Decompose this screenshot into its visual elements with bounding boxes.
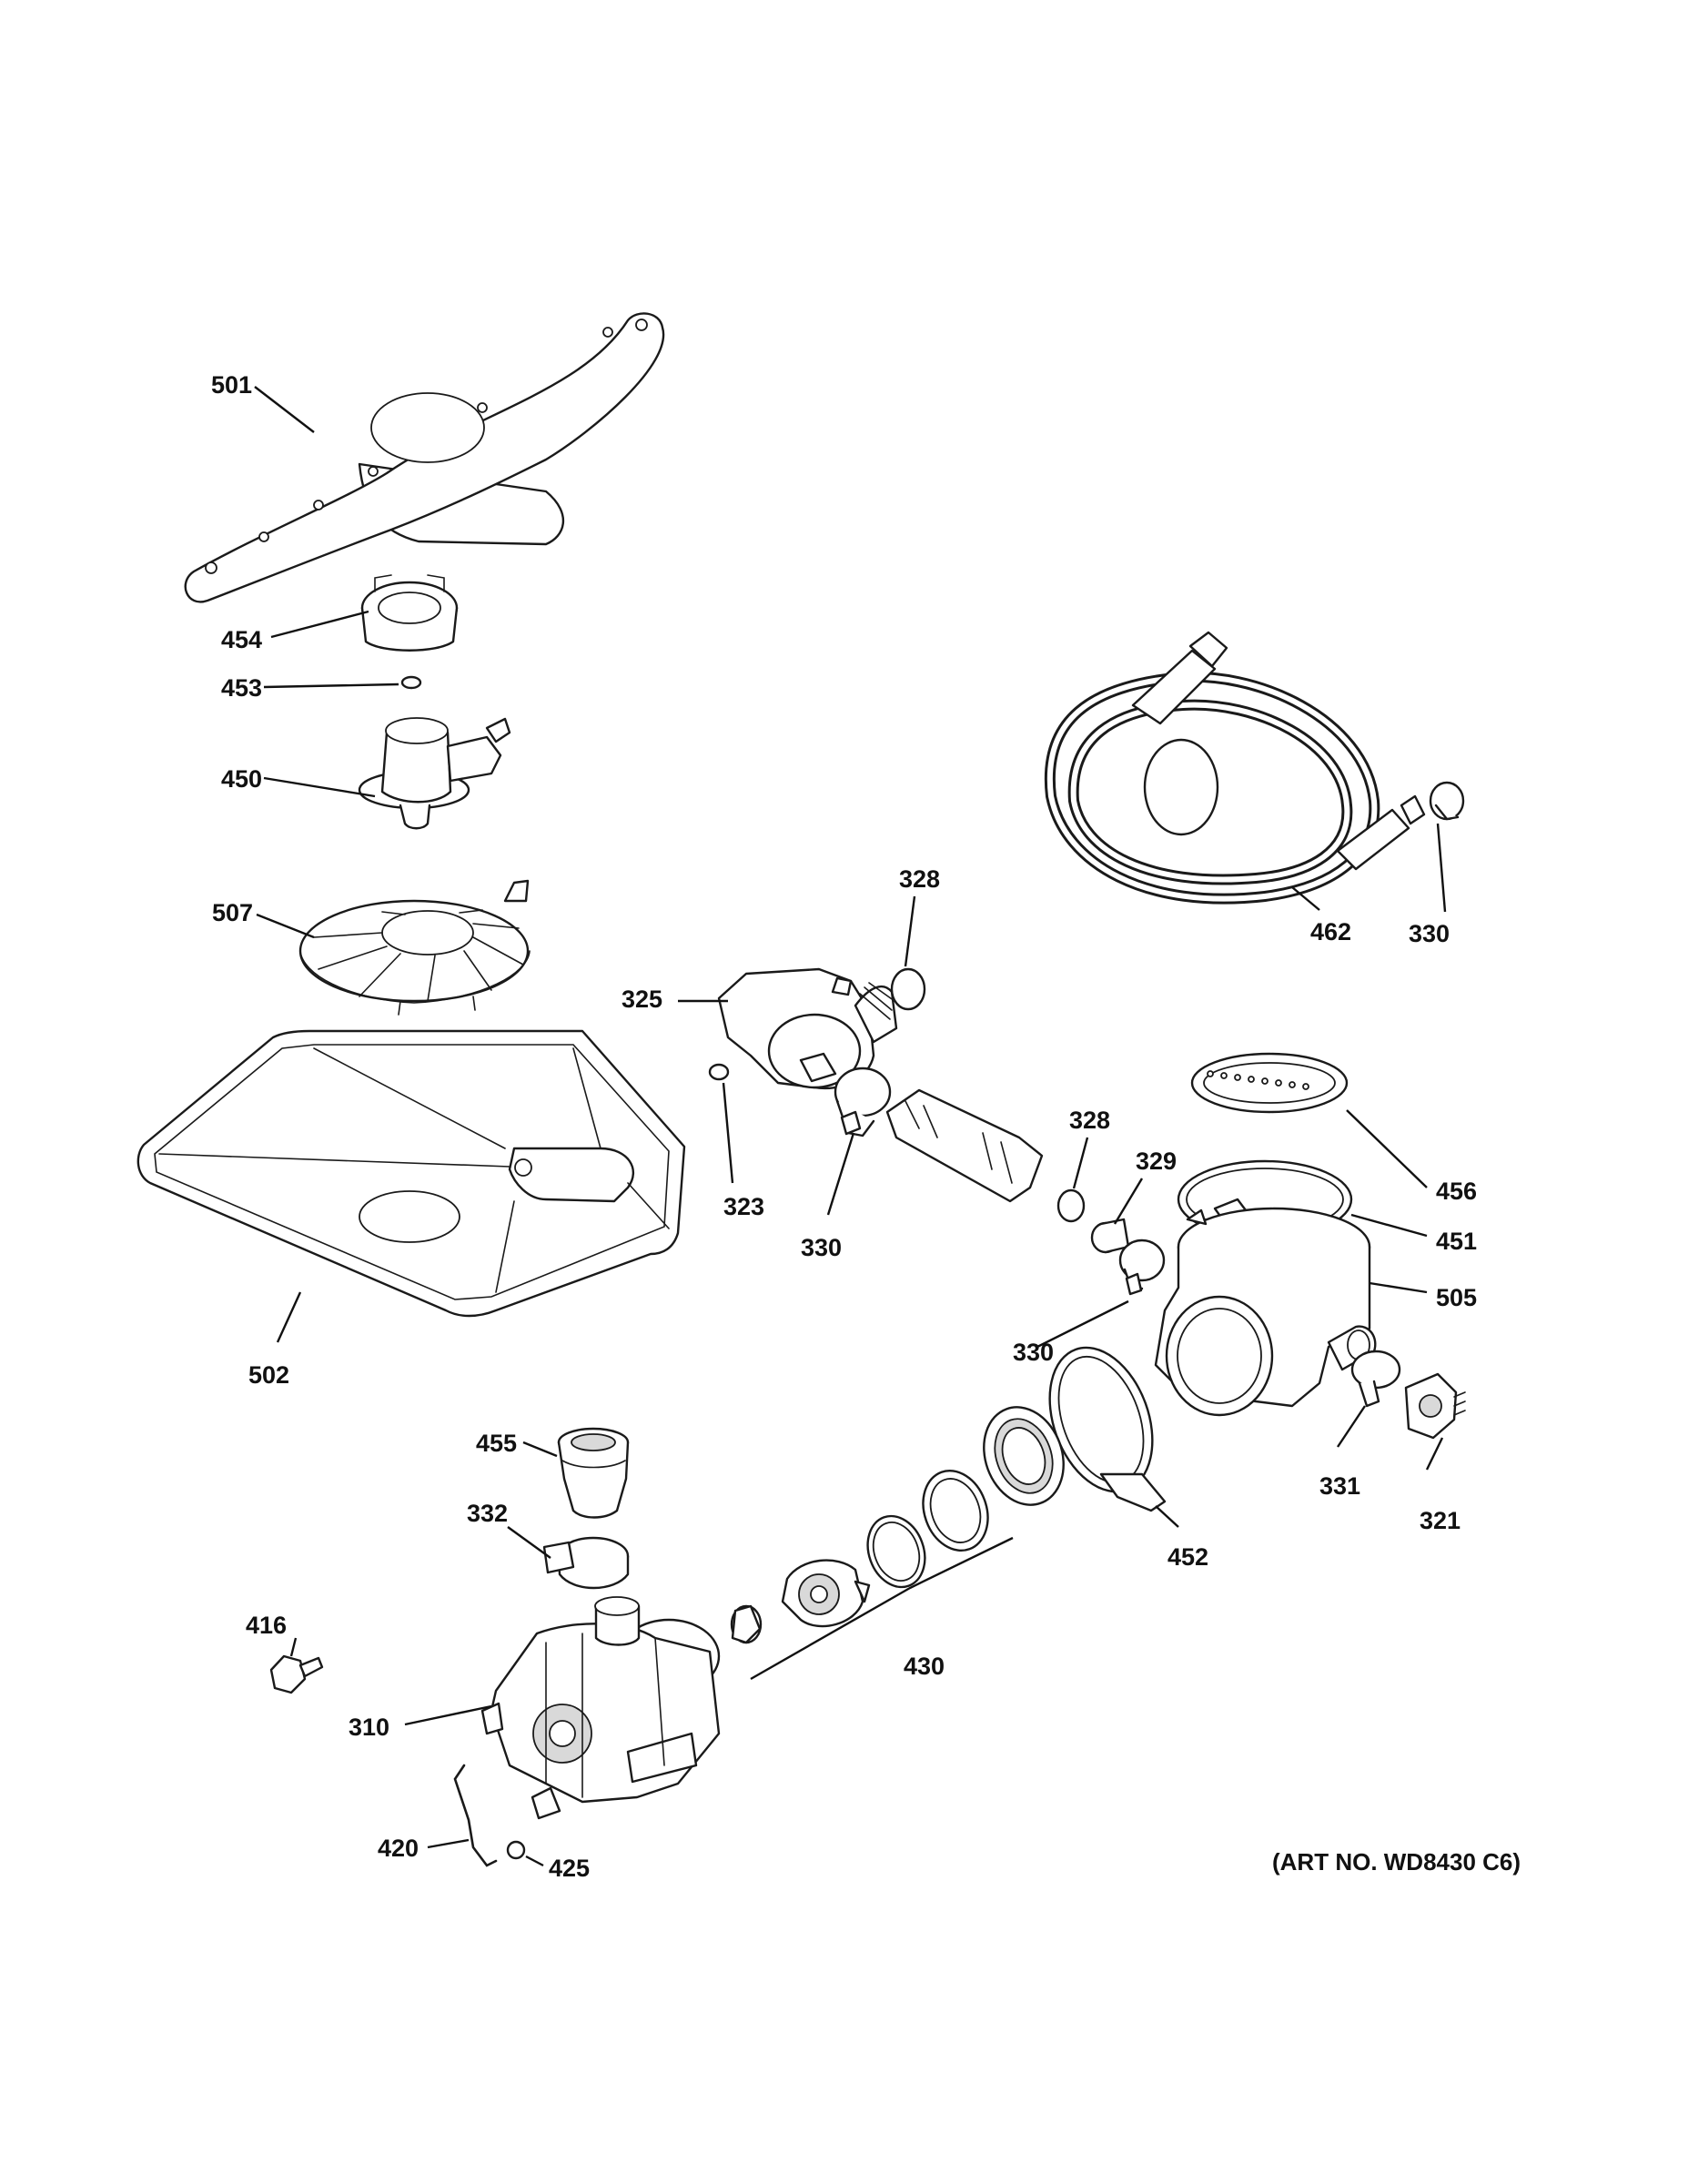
callout-501: 501 <box>211 371 252 399</box>
part-330-clamp-sump[interactable] <box>1118 1239 1166 1296</box>
part-454-spray-arm-hub[interactable] <box>360 574 459 652</box>
callout-453: 453 <box>221 674 262 702</box>
part-456-gasket[interactable] <box>1190 1052 1349 1114</box>
part-455-seal-grommet[interactable] <box>557 1427 630 1519</box>
part-505-sump-housing[interactable] <box>1154 1207 1377 1417</box>
part-329-fitting[interactable] <box>1090 1218 1130 1254</box>
callout-507: 507 <box>212 899 253 926</box>
part-501-lower-spray-arm[interactable] <box>184 312 665 603</box>
part-331-clamp[interactable] <box>1350 1350 1401 1408</box>
part-328-gasket-upper[interactable] <box>890 967 926 1011</box>
leader-lines <box>254 386 1447 1867</box>
part-321-turbidity-sensor[interactable] <box>1404 1372 1466 1440</box>
callout-456: 456 <box>1436 1178 1477 1205</box>
callout-325: 325 <box>622 986 662 1013</box>
callout-321: 321 <box>1420 1507 1461 1534</box>
callout-310: 310 <box>349 1714 389 1741</box>
part-420-wire-clip[interactable] <box>453 1764 498 1867</box>
callout-505: 505 <box>1436 1284 1477 1311</box>
callout-331: 331 <box>1319 1472 1360 1500</box>
part-453-o-ring[interactable] <box>400 675 422 690</box>
callout-330-pump: 330 <box>801 1234 842 1261</box>
part-430-wash-pump-kit[interactable] <box>730 1396 1076 1681</box>
callout-451: 451 <box>1436 1228 1477 1255</box>
callout-330-sump: 330 <box>1013 1339 1054 1366</box>
callout-323: 323 <box>723 1193 764 1220</box>
art-number-label: (ART NO. WD8430 C6) <box>1272 1848 1521 1876</box>
callout-462: 462 <box>1310 918 1351 945</box>
part-507-filter-assembly[interactable] <box>298 879 531 1016</box>
callout-416: 416 <box>246 1612 287 1639</box>
callout-450: 450 <box>221 765 262 793</box>
part-330-clamp-hose[interactable] <box>1429 781 1465 821</box>
part-310-pump-motor[interactable] <box>480 1596 721 1820</box>
part-drain-tube-section[interactable] <box>885 1088 1044 1203</box>
part-323-grommet[interactable] <box>708 1063 730 1081</box>
part-425-nut[interactable] <box>506 1840 526 1860</box>
part-330-clamp-pump[interactable] <box>834 1067 892 1138</box>
part-328-gasket-lower[interactable] <box>1056 1188 1086 1223</box>
callout-425: 425 <box>549 1855 590 1882</box>
callout-labels: 501 454 453 450 507 502 455 332 416 310 … <box>211 371 1477 1882</box>
part-416-screw[interactable] <box>269 1654 324 1694</box>
callout-452: 452 <box>1167 1543 1208 1571</box>
callout-329: 329 <box>1136 1148 1177 1175</box>
part-450-diverter-assembly[interactable] <box>358 717 511 830</box>
callout-502: 502 <box>248 1361 289 1389</box>
callout-328-upper: 328 <box>899 865 940 893</box>
part-452-large-clamp[interactable] <box>1031 1333 1171 1512</box>
callout-430: 430 <box>904 1653 945 1680</box>
callout-328-lower: 328 <box>1069 1107 1110 1134</box>
callout-332: 332 <box>467 1500 508 1527</box>
callout-330-hose: 330 <box>1409 920 1450 947</box>
part-502-sump-tray[interactable] <box>136 1029 686 1318</box>
part-332-hose-clamp[interactable] <box>542 1536 630 1590</box>
part-462-drain-hose[interactable] <box>1044 631 1426 905</box>
callout-420: 420 <box>378 1835 419 1862</box>
part-325-drain-pump[interactable] <box>717 967 898 1090</box>
callout-454: 454 <box>221 626 262 653</box>
callout-455: 455 <box>476 1430 517 1457</box>
